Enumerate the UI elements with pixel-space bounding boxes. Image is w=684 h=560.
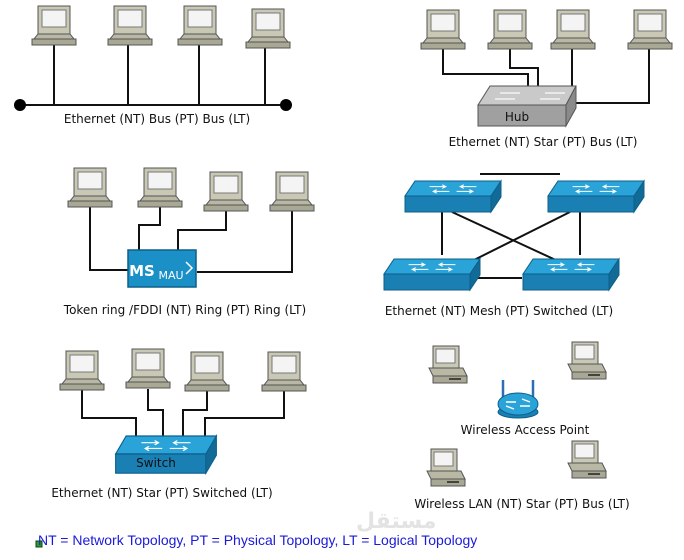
mesh-switch [548, 181, 644, 212]
computer-icon [125, 348, 171, 389]
mesh-caption: Ethernet (NT) Mesh (PT) Switched (LT) [385, 304, 613, 318]
ring-cable [138, 207, 161, 250]
switch-cable [204, 389, 285, 440]
ring-cable [197, 207, 293, 273]
computer-icon [627, 9, 673, 50]
ring-cable [177, 207, 227, 250]
wireless-access-point-icon [497, 380, 539, 419]
computer-icon [261, 351, 307, 392]
wireless-caption: Wireless LAN (NT) Star (PT) Bus (LT) [414, 497, 629, 511]
bus-topology: Ethernet (NT) Bus (PT) Bus (LT) [14, 5, 292, 126]
computer-icon [184, 351, 230, 392]
mesh-switch [405, 181, 501, 212]
computer-icon [567, 440, 607, 479]
hub-cable [509, 48, 539, 86]
token-ring-topology: MS MAU Token ring /FDDI (NT) Ring (PT) R… [63, 167, 315, 317]
hub-cable [575, 48, 650, 104]
mau-device: MS MAU [127, 249, 197, 288]
switch-label: Switch [136, 456, 176, 470]
mesh-topology: Ethernet (NT) Mesh (PT) Switched (LT) [384, 173, 644, 318]
computer-icon [107, 5, 153, 46]
mesh-switch [523, 259, 619, 290]
computer-icon [420, 9, 466, 50]
wireless-topology: Wireless Access Point Wireless LAN (NT) … [414, 341, 630, 511]
mesh-switch [384, 259, 480, 290]
hub-star-caption: Ethernet (NT) Star (PT) Bus (LT) [449, 135, 638, 149]
hub-star-topology: Hub Ethernet (NT) Star (PT) Bus (LT) [420, 9, 673, 149]
computer-icon [428, 345, 468, 384]
computer-icon [426, 448, 466, 487]
switch-cable [81, 389, 137, 446]
switch-star-caption: Ethernet (NT) Star (PT) Switched (LT) [51, 486, 272, 500]
ring-cable [89, 207, 128, 271]
mau-logo: MS [129, 262, 155, 280]
switch-star-topology: Switch Ethernet (NT) Star (PT) Switched … [51, 348, 307, 500]
switch-cable [147, 389, 164, 438]
hub-cable [442, 48, 529, 86]
computer-icon [567, 341, 607, 380]
watermark-logo: مستقل [356, 509, 436, 534]
computer-icon [59, 350, 105, 391]
legend-text: NT = Network Topology, PT = Physical Top… [38, 532, 477, 548]
mesh-link [451, 211, 561, 263]
computer-icon [67, 167, 113, 208]
legend-marker-icon [35, 540, 43, 548]
computer-icon [177, 5, 223, 46]
computer-icon [137, 167, 183, 208]
ring-caption: Token ring /FDDI (NT) Ring (PT) Ring (LT… [63, 303, 306, 317]
mesh-link [469, 211, 571, 263]
computer-icon [203, 171, 249, 212]
computer-icon [550, 9, 596, 50]
access-point-label: Wireless Access Point [461, 423, 590, 437]
computer-icon [487, 9, 533, 50]
computer-icon [269, 171, 315, 212]
computer-icon [31, 5, 77, 46]
hub-device: Hub [477, 85, 577, 128]
bus-terminator-left [14, 99, 26, 111]
switch-cable [182, 389, 208, 438]
mau-label: MAU [158, 269, 183, 282]
bus-terminator-right [280, 99, 292, 111]
bus-caption: Ethernet (NT) Bus (PT) Bus (LT) [64, 112, 250, 126]
hub-label: Hub [505, 110, 529, 124]
computer-icon [245, 8, 291, 49]
